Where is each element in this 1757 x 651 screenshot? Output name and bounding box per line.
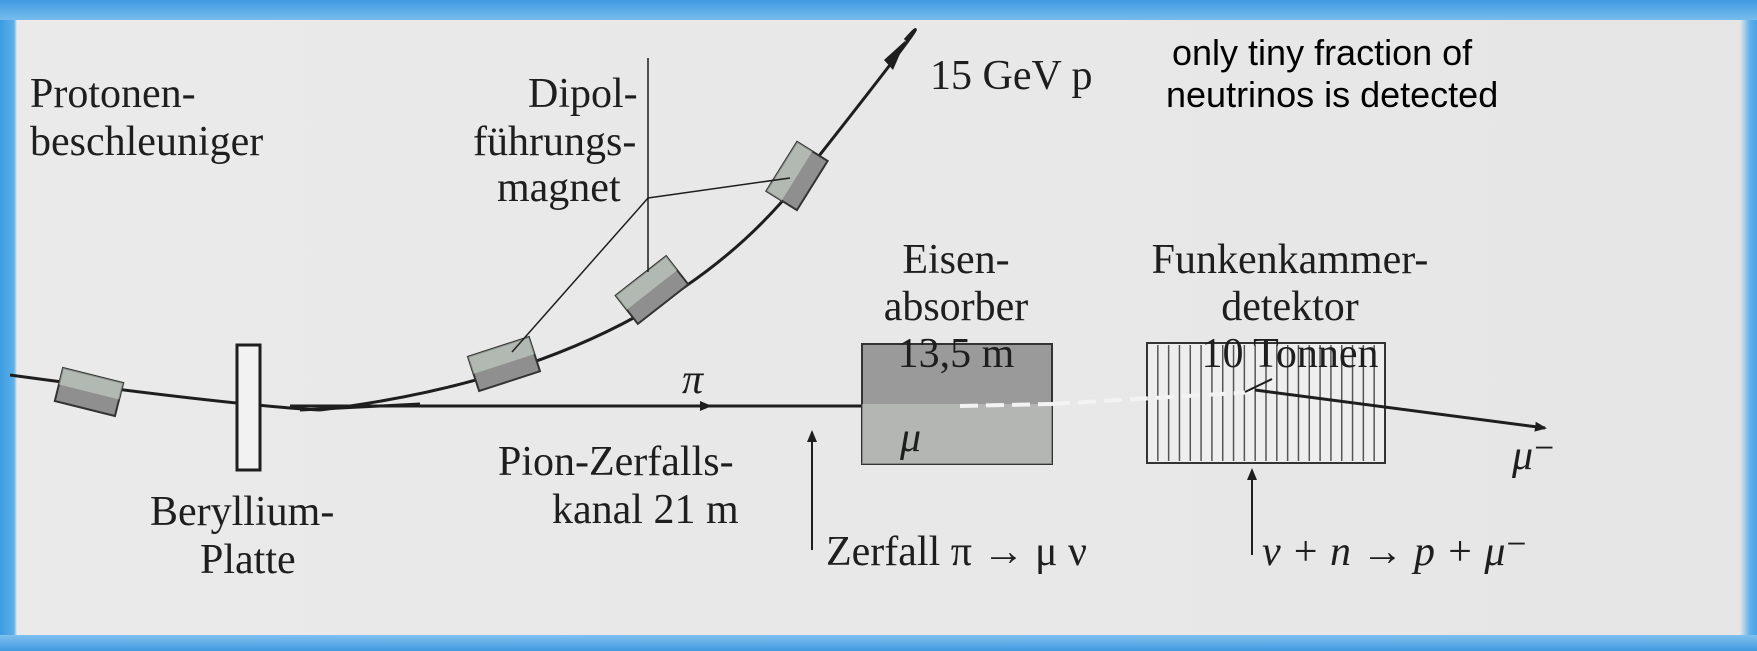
- proton-beam-arrowhead: [884, 40, 906, 70]
- beryllium-label-line2: Platte: [200, 537, 296, 583]
- pion-channel-label-line1: Pion-Zerfalls-: [498, 439, 734, 485]
- beryllium-plate: [235, 343, 262, 472]
- accelerator-label-line1: Protonen-: [30, 71, 196, 117]
- spark-label-line3: 10 Tonnen: [1201, 331, 1379, 377]
- slide-top-border: [0, 0, 1757, 20]
- dipole-magnet-1: [466, 335, 542, 393]
- spark-label-line2: detektor: [1221, 284, 1359, 330]
- dipole-label-line2: führungs-: [473, 119, 637, 165]
- beam-output-label: 15 GeV p: [930, 52, 1093, 100]
- dipole-magnet-2: [614, 254, 690, 326]
- decay-label: Zerfall π → μ ν: [826, 529, 1087, 575]
- iron-label-line2: absorber: [883, 284, 1029, 330]
- beryllium-label-line1: Beryllium-: [150, 489, 335, 535]
- reaction-label: ν + n → p + μ⁻: [1262, 529, 1528, 575]
- note-line-2: neutrinos is detected: [1166, 74, 1499, 115]
- dipole-magnet-3: [764, 140, 830, 212]
- note-line-1: only tiny fraction of: [1172, 32, 1473, 73]
- spark-label-line1: Funkenkammer-: [1151, 237, 1429, 283]
- iron-label-line3: 13,5 m: [897, 331, 1015, 377]
- iron-label-line1: Eisen-: [902, 237, 1010, 283]
- dipole-label-line1: Dipol-: [528, 71, 638, 117]
- pion-channel-label-line2: kanal 21 m: [552, 487, 739, 533]
- dipole-label-line3: magnet: [497, 165, 621, 211]
- muon-out-symbol: μ⁻: [1512, 433, 1556, 479]
- muon-symbol-absorber: μ: [900, 415, 922, 461]
- slide-bottom-border: [0, 635, 1757, 651]
- beam-output-text: 15 GeV p: [930, 53, 1093, 99]
- muon-track: [1254, 388, 1547, 432]
- accelerator-label-line2: beschleuniger: [30, 119, 264, 165]
- pion-symbol: π: [682, 357, 704, 403]
